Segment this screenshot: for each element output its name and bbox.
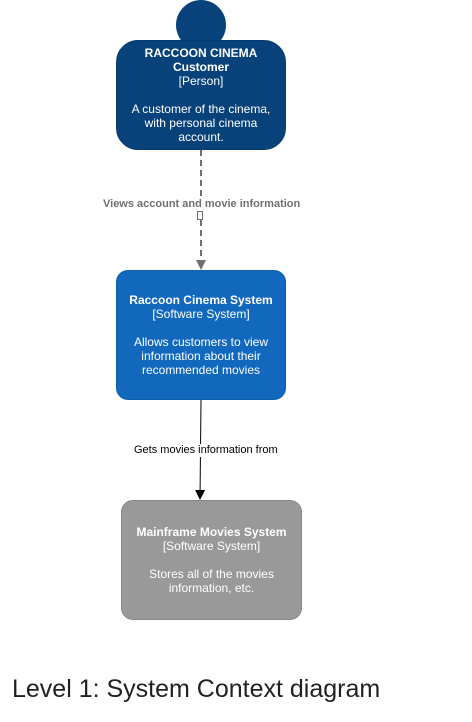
customer-title-line1: RACCOON CINEMA (144, 46, 258, 60)
system-type: [Software System] (152, 307, 250, 321)
customer-title-line2: Customer (172, 60, 229, 74)
system-title: Raccoon Cinema System (129, 293, 273, 307)
mainframe-description: Stores all of the movies information, et… (149, 567, 274, 595)
mainframe-movies-system-node[interactable]: Mainframe Movies System [Software System… (121, 500, 302, 620)
diagram-caption: Level 1: System Context diagram (12, 675, 381, 703)
customer-description: A customer of the cinema, with personal … (131, 102, 271, 144)
customer-type: [Person] (178, 74, 224, 88)
mainframe-type: [Software System] (162, 539, 261, 553)
raccoon-cinema-system-node[interactable]: Raccoon Cinema System [Software System] … (116, 270, 286, 400)
edge-views-glyph (197, 211, 203, 220)
system-description: Allows customers to view information abo… (133, 335, 269, 377)
mainframe-title: Mainframe Movies System (136, 525, 287, 539)
customer-person-node[interactable]: RACCOON CINEMA Customer [Person] A custo… (116, 40, 286, 150)
edge-views-label: Views account and movie information (102, 198, 302, 211)
edge-gets-label: Gets movies information from (133, 444, 279, 457)
